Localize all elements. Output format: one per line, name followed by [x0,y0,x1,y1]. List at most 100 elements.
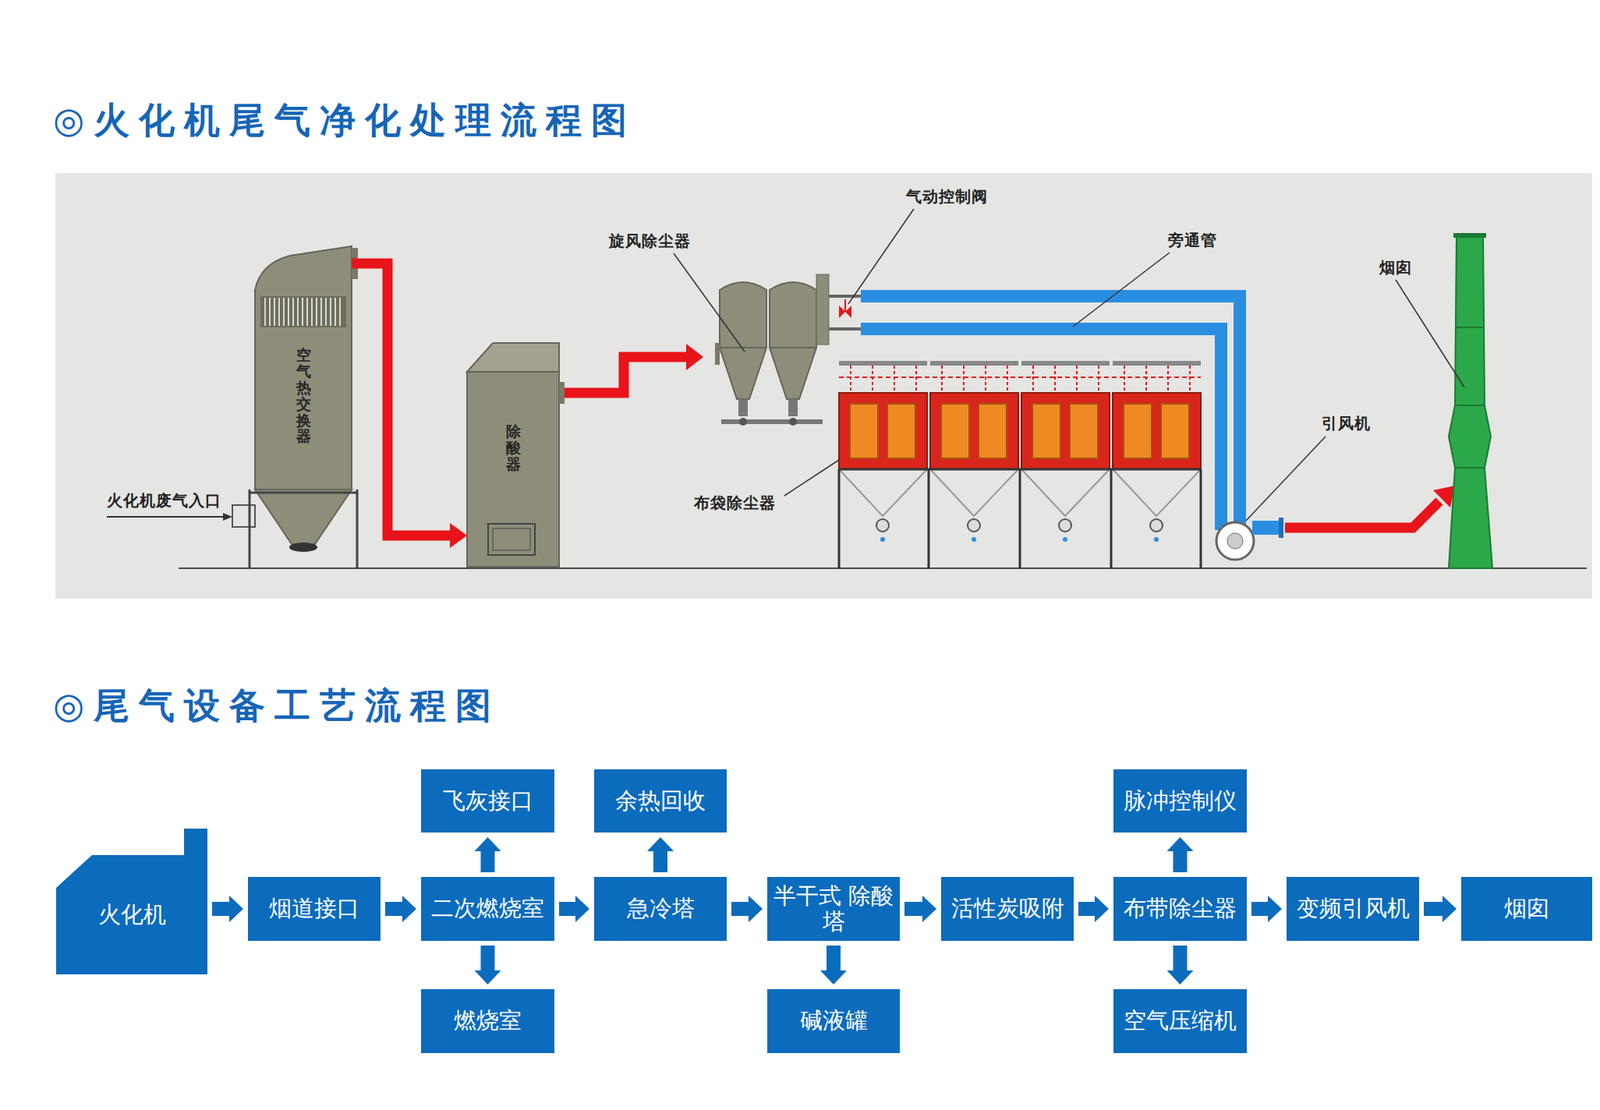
chimney [1448,233,1493,569]
part-label: 引风机 [1321,414,1371,433]
chimney-bands [1454,327,1485,468]
filter-door [1069,403,1098,459]
process-box: 活性炭吸附 [941,877,1074,942]
leader-line [673,253,745,352]
process-box: 飞灰接口 [421,769,555,833]
manifold [838,361,928,366]
box-label: 燃烧室 [453,1008,522,1034]
process-box: 变频引风机 [1286,877,1420,942]
screw-conveyor [721,419,823,425]
leader-line [784,460,839,496]
flow-arrow [731,895,763,923]
exchanger-body [254,246,352,490]
filter-chamber [838,392,928,470]
ash-drop [1062,537,1068,542]
part-label: 气动控制阀 [906,187,988,206]
section-heading: ◎尾气设备工艺流程图 [53,684,501,728]
cyclone-cone [769,347,817,400]
ash-drop [1153,537,1159,542]
ground-line [178,567,1587,570]
leader-line [1246,436,1326,521]
process-box: 二次燃烧室 [421,877,555,942]
flow-arrow [647,837,674,873]
heat-exchanger [232,246,358,569]
box-label: 火化机 [98,902,167,928]
pulse-pipes [850,365,1190,393]
manifold [1021,361,1110,366]
flow-arrow [904,895,937,923]
flue-arrowhead [686,343,704,371]
cyclone-inlet [715,343,720,365]
manifold [1112,361,1201,366]
text-area: 火化机 [56,855,208,975]
induced-draft-fan [1216,517,1284,560]
flow-arrow [474,837,502,873]
vertical-label: 除酸器 [506,423,521,473]
cremator-shape: 火化机 [56,828,208,975]
equipment-body: 空气热交换器 [254,257,352,490]
ash-valve [1058,519,1072,532]
part-label: 火化机废气入口 [106,491,222,510]
ash-valve [1150,519,1163,532]
louver-slats [265,297,340,326]
filter-chamber [930,392,1019,470]
inspection-window [488,523,535,556]
ash-drop [880,537,885,542]
process-box: 燃烧室 [421,989,555,1054]
bag-filter [838,361,1201,569]
inlet-arrowhead [223,513,233,521]
valve-stem [844,299,847,312]
inlet-duct [232,505,255,528]
flow-arrow [385,895,417,923]
filter-door [849,403,878,459]
process-box: 脉冲控制仪 [1113,769,1247,833]
part-label: 旋风除尘器 [608,231,691,251]
outlet-flange [559,382,565,404]
inlet-line [106,516,225,518]
flow-arrow [1167,837,1194,873]
fan-flange [1278,517,1284,539]
manifold [930,361,1019,366]
process-box: 空气压缩机 [1113,989,1247,1054]
ash-valve [967,519,981,532]
box-label: 二次燃烧室 [431,895,545,922]
flow-arrow [212,895,244,923]
process-box: 余热回收 [594,769,727,833]
cyclone-cone [719,347,767,400]
flue-pipe [351,263,452,536]
fan-outlet [1252,520,1281,535]
part-label: 旁通管 [1168,230,1218,250]
box-label: 飞灰接口 [442,788,534,815]
flow-arrow [1167,945,1194,985]
equipment-body: 除酸器 [467,371,560,567]
process-box: 碱液罐 [767,989,900,1054]
flue-connector [351,263,468,549]
vertical-label: 空气热交换器 [296,346,312,445]
filter-frame [838,469,1201,569]
diagram-title: ◎火化机尾气净化处理流程图 [53,99,637,142]
leader-line [1395,279,1465,388]
ash-valve [876,519,889,532]
cyclone-body [719,282,767,348]
fan-hub [1227,533,1243,549]
process-box: 急冷塔 [594,877,727,942]
pulse-header [838,376,1201,379]
chimney-cap [1453,233,1487,238]
chimney-body [1448,234,1493,569]
box-label: 变频引风机 [1296,895,1410,922]
box-label: 碱液罐 [800,1008,868,1034]
stack-pipe [1284,501,1440,528]
flow-arrow [559,895,590,923]
box-label: 空气压缩机 [1123,1008,1237,1034]
filter-chamber [1021,392,1110,470]
filter-door [1161,403,1190,459]
cremator-fill [56,828,208,975]
cyclone-body [769,282,817,348]
process-box: 烟道接口 [247,877,381,942]
ash-drop [971,537,977,542]
stack-arrow [1284,485,1455,528]
box-label: 烟囱 [1504,895,1550,922]
filter-door [941,403,970,459]
flow-arrow [1078,895,1109,923]
process-box: 烟囱 [1461,877,1593,942]
